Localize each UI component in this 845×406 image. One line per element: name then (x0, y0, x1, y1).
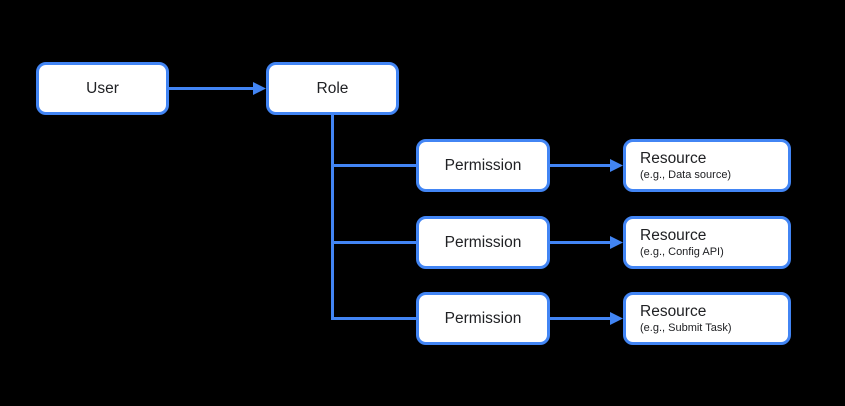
user-node: User (36, 62, 169, 115)
role-node-label: Role (316, 79, 349, 97)
resource-node-example: (e.g., Config API) (640, 246, 724, 258)
permission-to-resource-arrow-3 (550, 312, 623, 325)
resource-node-label: Resource (640, 150, 707, 167)
resource-node-example: (e.g., Submit Task) (640, 322, 732, 334)
resource-node-label: Resource (640, 227, 707, 244)
permission-node-1: Permission (416, 139, 550, 192)
permission-to-resource-arrow-2 (550, 236, 623, 249)
permission-node-3: Permission (416, 292, 550, 345)
user-node-label: User (86, 79, 119, 97)
resource-node-label: Resource (640, 303, 707, 320)
permission-node-label: Permission (444, 156, 522, 174)
resource-node-example: (e.g., Data source) (640, 169, 732, 181)
role-node: Role (266, 62, 399, 115)
permission-to-resource-arrow-1 (550, 159, 623, 172)
role-to-permission-trunk (331, 115, 416, 320)
resource-node-1: Resource (e.g., Data source) (623, 139, 791, 192)
resource-node-3: Resource (e.g., Submit Task) (623, 292, 791, 345)
permission-node-2: Permission (416, 216, 550, 269)
permission-node-label: Permission (444, 233, 522, 251)
permission-node-label: Permission (444, 309, 522, 327)
user-to-role-arrow (169, 82, 266, 95)
resource-node-2: Resource (e.g., Config API) (623, 216, 791, 269)
